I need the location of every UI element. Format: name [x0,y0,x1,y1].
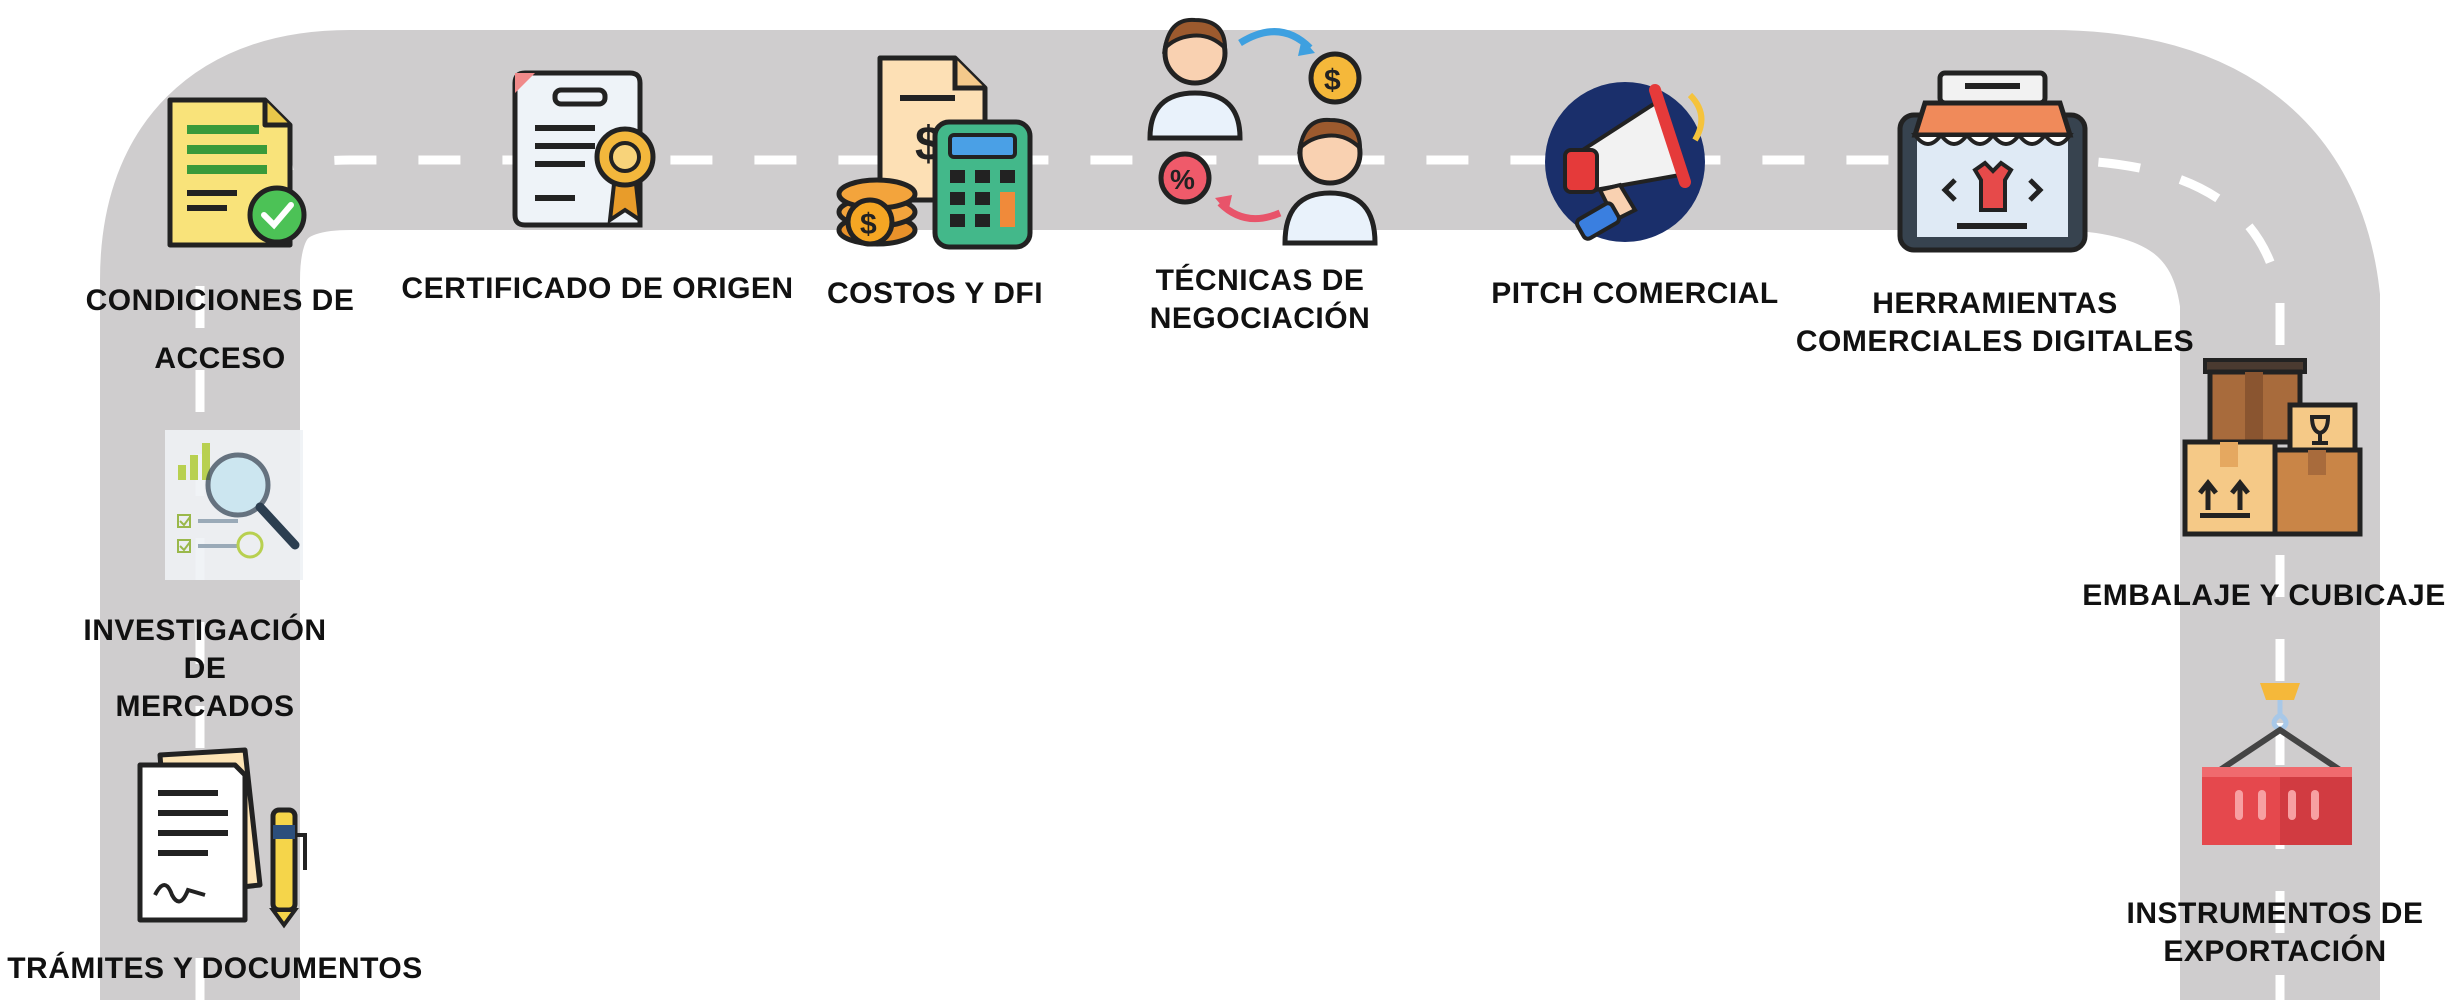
documents-pen-icon [137,747,307,929]
stage-label-certificado: CERTIFICADO DE ORIGEN [401,272,794,305]
certificate-icon [512,70,656,228]
svg-text:$: $ [1324,64,1341,97]
svg-text:%: % [1170,164,1195,195]
stage-label-pitch: PITCH COMERCIAL [1491,277,1779,310]
stage-label-embalaje: EMBALAJE Y CUBICAJE [2082,579,2446,612]
stage-label-tramites: TRÁMITES Y DOCUMENTOS [7,952,423,985]
boxes-icon [2182,358,2363,537]
stage-label-costos: COSTOS Y DFI [826,277,1044,310]
megaphone-icon [1545,82,1705,242]
negotiation-icon: $ % [1147,17,1378,246]
calculator-icon: $ $ [836,55,1033,250]
container-icon [2202,683,2352,845]
tablet-store-icon [1897,70,2088,253]
market-research-icon [165,430,303,580]
document-check-icon [167,97,307,248]
svg-text:$: $ [860,208,877,241]
